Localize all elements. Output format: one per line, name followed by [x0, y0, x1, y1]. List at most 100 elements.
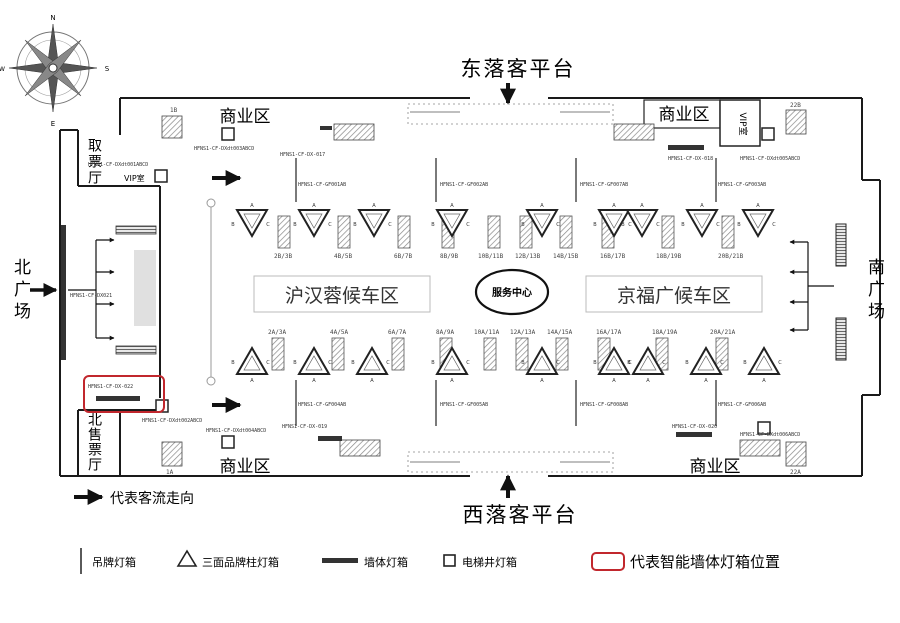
gate-18a19a: 18A/19A [652, 329, 678, 336]
pillar-bottom-8-face-c: C [720, 360, 724, 366]
gate-20b21b: 20B/21B [718, 253, 744, 260]
code-gf007: HFNS1-CF-GF007AB [580, 182, 628, 188]
gate-16a17a: 16A/17A [596, 329, 622, 336]
pillar-top-4-inner [443, 213, 461, 229]
wall-lightbox-022 [96, 396, 140, 401]
pillar-bottom-9-face-b: B [743, 360, 747, 366]
west-platform-label: 西落客平台 [463, 503, 578, 527]
pillar-top-5-triangle [525, 209, 559, 239]
legend-flow-label: 代表客流走向 [110, 490, 194, 507]
pillar-top-9-face-b: B [737, 222, 741, 228]
code-gf002: HFNS1-CF-GF002AB [440, 182, 488, 188]
pillar-top-5-face-c: C [556, 222, 560, 228]
pillar-top-3-triangle [357, 209, 391, 239]
pillar-bottom-2-face-c: C [328, 360, 332, 366]
legend-pillar-label: 三面品牌柱灯箱 [202, 555, 279, 569]
pillar-top-3-face-b: B [353, 222, 357, 228]
gate-6a7a: 6A/7A [388, 329, 406, 336]
gate-1a: 1A [166, 469, 174, 476]
code-dxdt003: HFNS1-CF-DXdt003ABCD [194, 146, 254, 152]
compass-e: E [51, 120, 55, 128]
commerce-bottom-right-label: 商业区 [690, 457, 741, 477]
pillar-bottom-5-inner [533, 355, 551, 371]
gate-block-top-6 [519, 215, 533, 249]
pillar-bottom-4-face-a: A [450, 378, 454, 384]
pillar-bottom-9-face-c: C [778, 360, 782, 366]
code-dx018: HFNS1-CF-DX-018 [668, 156, 713, 162]
south-plaza-label: 南广场 [864, 258, 885, 324]
waiting-left-box [253, 275, 431, 313]
elevator-top-left [221, 127, 235, 141]
south-wall-lightbox-top [835, 223, 847, 267]
gate-14a15a: 14A/15A [547, 329, 573, 336]
pillar-top-9-face-c: C [772, 222, 776, 228]
north-gate-area [134, 250, 156, 326]
code-gf003: HFNS1-CF-GF003AB [718, 182, 766, 188]
legend-elevator-label: 电梯井灯箱 [462, 555, 517, 569]
gate-8a9a: 8A/9A [436, 329, 454, 336]
pillar-bottom-4-inner [443, 355, 461, 371]
gate-block-top-3 [397, 215, 411, 249]
pillar-bottom-6-triangle [597, 345, 631, 375]
gate-12a13a: 12A/13A [510, 329, 536, 336]
pillar-top-1-triangle [235, 209, 269, 239]
pillar-bottom-4-face-c: C [466, 360, 470, 366]
pillar-top-9-inner [749, 213, 767, 229]
elevator-top-right [761, 127, 775, 141]
gate-block-bottom-5 [483, 337, 497, 371]
waiting-right-label: 京福广候车区 [617, 285, 731, 307]
ticket-pickup-label: 取票厅 [86, 138, 102, 186]
commerce-top-left-label: 商业区 [220, 107, 271, 127]
pillar-bottom-2-face-b: B [293, 360, 297, 366]
code-dx017: HFNS1-CF-DX-017 [280, 152, 325, 158]
pillar-top-7-triangle [625, 209, 659, 239]
pillar-bottom-7-face-a: A [646, 378, 650, 384]
pillar-top-2-face-b: B [293, 222, 297, 228]
legend-hanging-label: 吊牌灯箱 [92, 555, 136, 569]
pillar-bottom-4-triangle [435, 345, 469, 375]
pillar-top-5-inner [533, 213, 551, 229]
code-dx022: HFNS1-CF-DX-022 [88, 384, 133, 390]
pillar-bottom-7-face-b: B [627, 360, 631, 366]
pillar-bottom-6-face-c: C [628, 360, 632, 366]
pillar-bottom-8-triangle [689, 345, 723, 375]
pillar-top-1-inner [243, 213, 261, 229]
pillar-bottom-6-face-b: B [593, 360, 597, 366]
shop-block-bottom-left [339, 439, 381, 457]
pillar-bottom-7-face-c: C [662, 360, 666, 366]
pillar-top-4-triangle [435, 209, 469, 239]
pillar-top-5-face-b: B [521, 222, 525, 228]
vip-left-elevator [154, 169, 168, 183]
gate-22a: 22A [790, 469, 801, 476]
kiosk-1a [161, 441, 183, 467]
code-dxdt001: HFNS1-CF-DXdt001ABCD [88, 162, 148, 168]
pillar-bottom-3-face-a: A [370, 378, 374, 384]
wall-lightbox-019 [318, 436, 342, 441]
gate-2b3b: 2B/3B [274, 253, 292, 260]
vip-right-box [719, 99, 761, 147]
pillar-bottom-7-inner [639, 355, 657, 371]
building-walls [59, 97, 881, 477]
pillar-top-8-face-a: A [700, 203, 704, 209]
pillar-bottom-9-inner [755, 355, 773, 371]
code-gf005: HFNS1-CF-GF005AB [440, 402, 488, 408]
waiting-right-box [585, 275, 763, 313]
pillar-top-8-face-c: C [716, 222, 720, 228]
elevator-bottom-left [221, 435, 235, 449]
pillar-bottom-5-face-a: A [540, 378, 544, 384]
pillar-top-1-face-c: C [266, 222, 270, 228]
south-flow-arrows [789, 239, 834, 333]
pillar-bottom-8-face-b: B [685, 360, 689, 366]
commerce-bottom-left-label: 商业区 [220, 457, 271, 477]
gate-block-bottom-7 [555, 337, 569, 371]
pillar-top-7-face-b: B [621, 222, 625, 228]
